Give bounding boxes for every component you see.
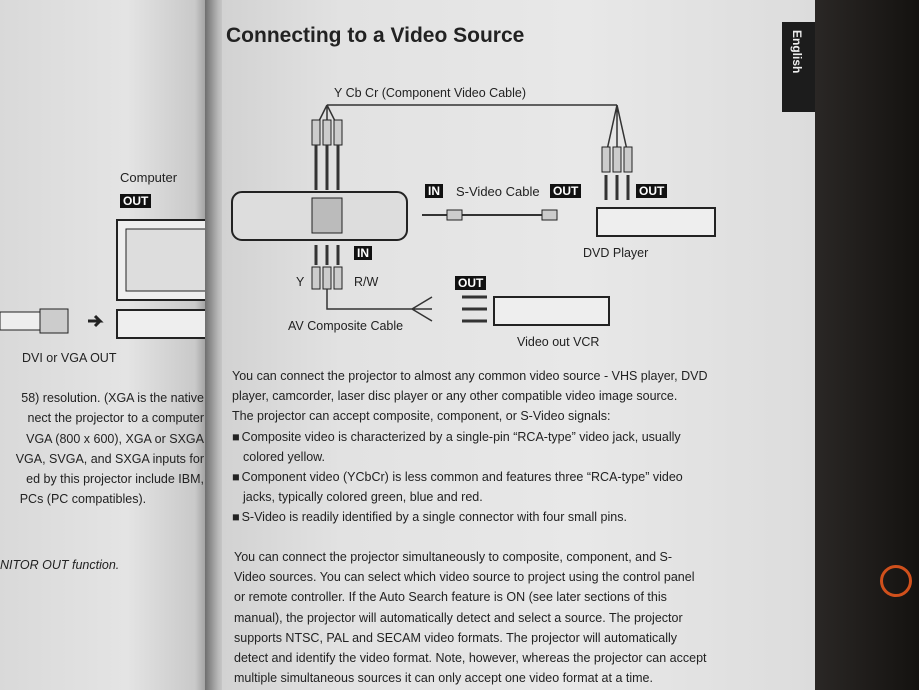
av-composite-label: AV Composite Cable [288, 319, 404, 333]
bullet-composite: Composite video is characterized by a si… [232, 427, 707, 447]
text-line: multiple simultaneous sources it can onl… [234, 671, 653, 686]
text-line: colored yellow. [243, 449, 325, 464]
text-line: You can connect the projector simultaneo… [234, 550, 672, 564]
intro-paragraph: You can connect the projector to almost … [232, 366, 707, 528]
left-page: Computer OUT DVI or VGA OUT 58) resoluti… [0, 0, 212, 690]
svideo-out-tag: OUT [550, 184, 582, 198]
connection-diagram [231, 104, 716, 326]
text-line: 58) resolution. (XGA is the native [21, 391, 204, 405]
text-line: or remote controller. If the Auto Search… [234, 590, 667, 605]
text-line: nect the projector to a computer [27, 411, 204, 426]
text-line: The projector can accept composite, comp… [232, 409, 611, 424]
vcr-label: Video out VCR [517, 335, 600, 349]
vcr-out-tag: OUT [455, 276, 487, 290]
power-button-icon [880, 565, 912, 597]
text-line: VGA, SVGA, and SXGA inputs for [15, 451, 204, 466]
language-tab: English [782, 22, 815, 112]
text-line: detect and identify the video format. No… [234, 651, 707, 666]
dvd-out-tag: OUT [636, 184, 668, 198]
dvi-vga-caption: DVI or VGA OUT [22, 351, 117, 365]
text-line: jacks, typically colored green, blue and… [243, 490, 483, 505]
text-line: supports NTSC, PAL and SECAM video forma… [234, 630, 677, 645]
text-line: You can connect the projector to almost … [232, 369, 708, 383]
rw-label: R/W [354, 275, 379, 289]
composite-in-tag: IN [354, 246, 372, 260]
book-gutter [205, 0, 227, 690]
text-line: VGA (800 x 600), XGA or SXGA [26, 431, 204, 446]
svideo-in-tag: IN [425, 184, 443, 198]
component-cable-label: Y Cb Cr (Component Video Cable) [334, 86, 526, 100]
text-line: Video sources. You can select which vide… [234, 570, 695, 585]
dvd-player-illustration [596, 207, 716, 237]
computer-out-tag: OUT [120, 194, 152, 208]
language-tab-label: English [790, 30, 804, 74]
sources-paragraph: You can connect the projector simultaneo… [234, 547, 707, 688]
monitor-out-note: NITOR OUT function. [0, 558, 120, 572]
bullet-component: Component video (YCbCr) is less common a… [232, 467, 707, 487]
computer-label: Computer [120, 170, 178, 185]
left-body-text: 58) resolution. (XGA is the native nect … [16, 388, 204, 510]
bullet-svideo: S-Video is readily identified by a singl… [232, 507, 707, 527]
text-line: player, camcorder, laser disc player or … [232, 389, 678, 404]
dvd-player-label: DVD Player [583, 246, 649, 260]
text-line: PCs (PC compatibles). [19, 492, 147, 507]
y-label: Y [296, 275, 305, 289]
text-line: manual), the projector will automaticall… [234, 610, 683, 625]
vcr-illustration [493, 296, 610, 326]
svideo-cable-label: S-Video Cable [456, 184, 540, 199]
text-line: ed by this projector include IBM, [26, 472, 204, 487]
page-title: Connecting to a Video Source [226, 24, 525, 47]
computer-illustration [0, 219, 212, 339]
